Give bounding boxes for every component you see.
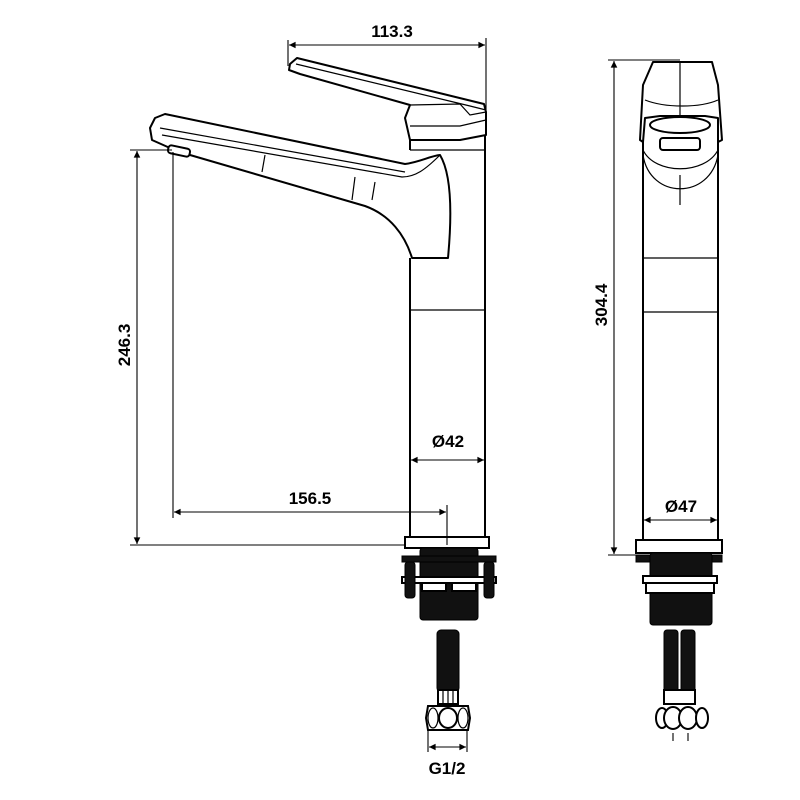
- dim-lever-reach: 113.3: [287, 22, 487, 110]
- lever-handle: [288, 57, 487, 141]
- dim-label-304: 304.4: [592, 283, 611, 326]
- mounting-base-front: [635, 539, 723, 626]
- front-view: [635, 61, 723, 741]
- dim-spout-reach: 156.5: [172, 152, 448, 545]
- dim-label-246: 246.3: [115, 324, 134, 367]
- dim-base-diameter: Ø47: [644, 497, 717, 524]
- spout: [149, 113, 452, 259]
- supply-hoses-front: [655, 629, 709, 741]
- body: [409, 135, 486, 537]
- dim-label-d47: Ø47: [665, 497, 697, 516]
- dim-thread: G1/2: [427, 730, 468, 778]
- mounting-base: [401, 536, 497, 621]
- dim-body-diameter: Ø42: [411, 432, 484, 464]
- dim-spout-height: 246.3: [115, 149, 405, 546]
- dim-total-height: 304.4: [592, 59, 680, 556]
- dim-label-113: 113.3: [371, 22, 413, 41]
- lever-front: [639, 61, 723, 205]
- body-front: [642, 142, 719, 540]
- dim-label-d42: Ø42: [432, 432, 464, 451]
- dim-label-156: 156.5: [289, 489, 332, 508]
- aerator: [166, 144, 192, 158]
- dim-label-g12: G1/2: [429, 759, 466, 778]
- side-view: [149, 57, 497, 731]
- supply-hose: [424, 629, 472, 731]
